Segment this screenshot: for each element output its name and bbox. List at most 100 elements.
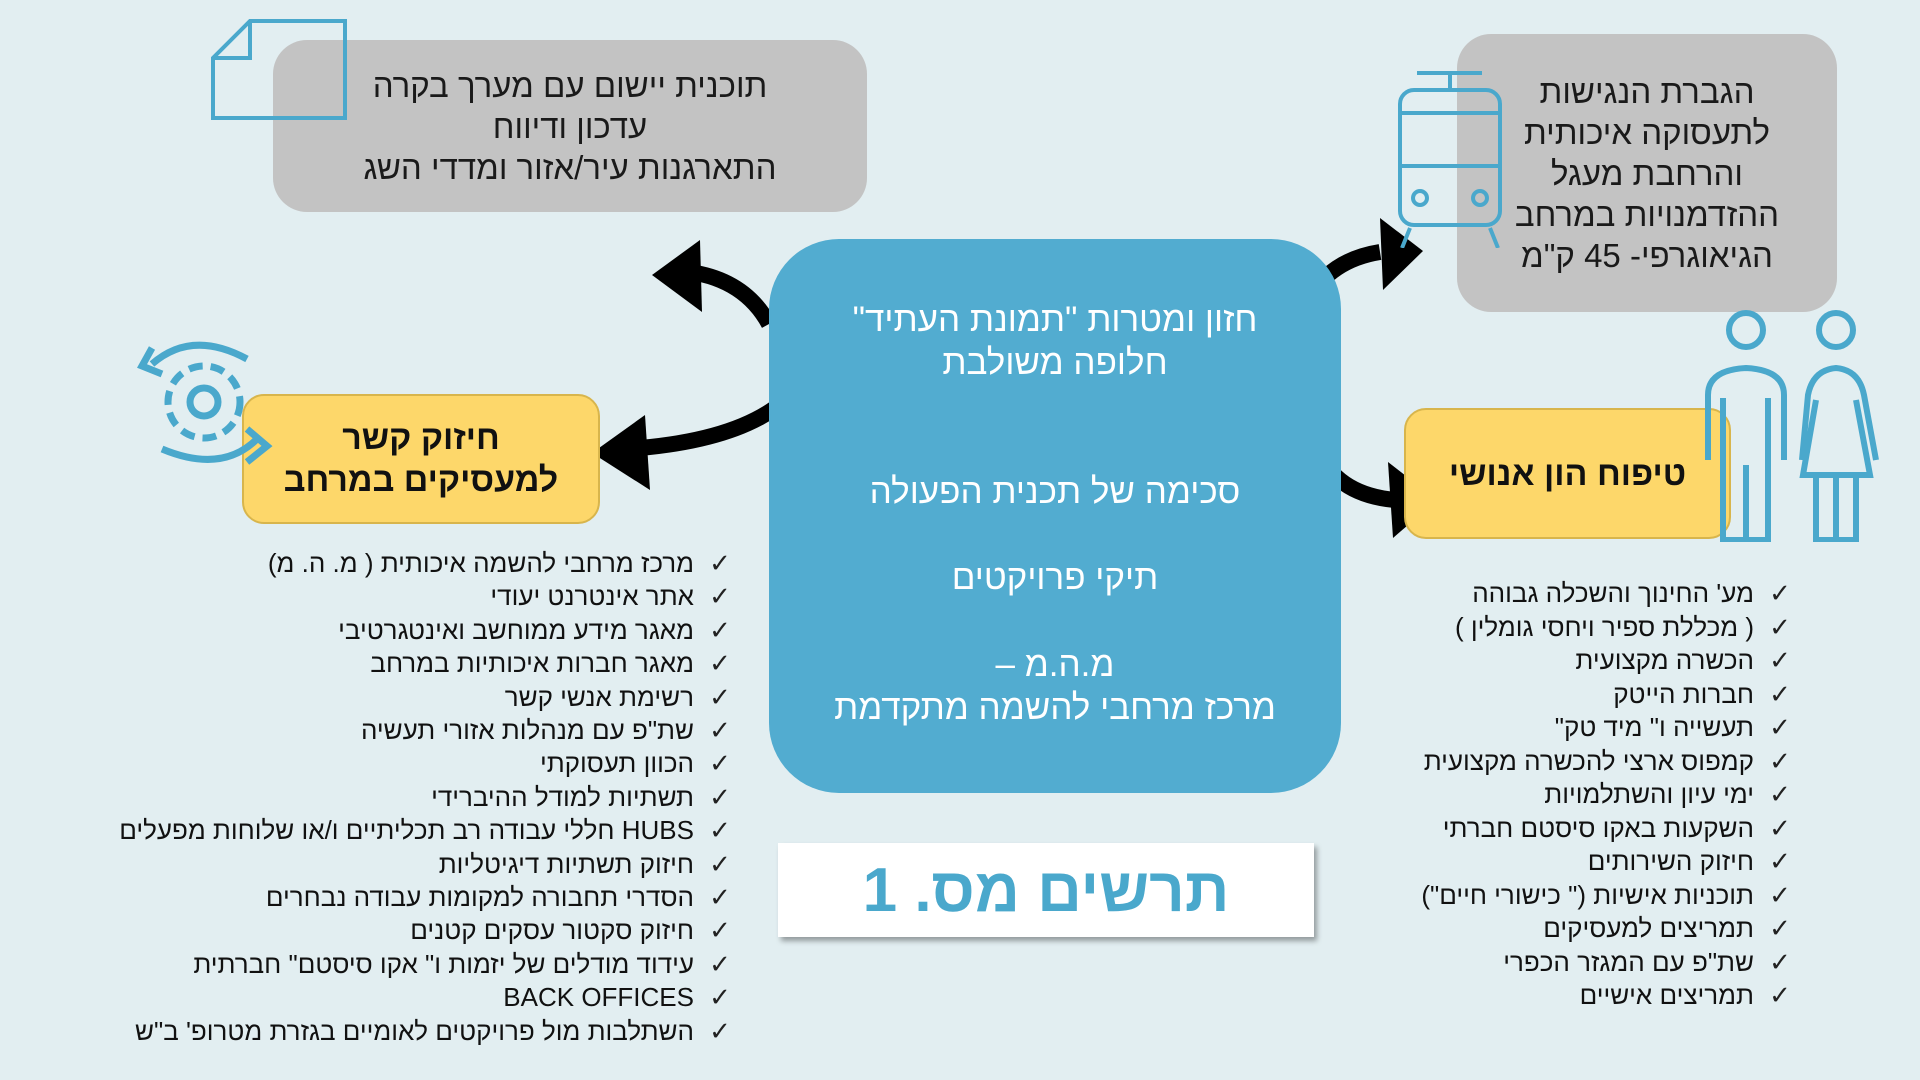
list-item: ✓ תעשייה ו" מיד טק" [1555, 711, 1798, 744]
list-item: ✓ חיזוק תשתיות דיגיטליות [439, 848, 738, 881]
list-item-text: רשימת אנשי קשר [504, 681, 694, 712]
figure-title-box: תרשים מס. 1 [778, 843, 1314, 937]
list-item: ✓ קמפוס ארצי להכשרה מקצועית [1424, 745, 1798, 778]
list-item: ✓ ( מכללת ספיר ויחסי גומלין ) [1455, 611, 1798, 644]
check-icon: ✓ [1769, 846, 1791, 876]
list-item: ✓ עידוד מודלים של יזמות ו" אקו סיסטם" חבר… [193, 948, 738, 981]
check-icon: ✓ [1769, 980, 1791, 1010]
check-icon: ✓ [709, 581, 731, 612]
center-line: מרכז מרחבי להשמה מתקדמת [834, 688, 1276, 727]
list-item: ✓ מע' החינוך והשכלה גבוהה [1472, 577, 1798, 610]
check-icon: ✓ [1769, 779, 1791, 809]
list-item: ✓שת"פ עם המגזר הכפרי [1503, 946, 1798, 979]
list-item-text: עידוד מודלים של יזמות ו" אקו סיסטם" חברת… [193, 948, 694, 979]
box-line: טיפוח הון אנושי [1448, 454, 1687, 493]
list-item: ✓ תשתיות למודל ההיברידי [431, 781, 738, 814]
employers-box: חיזוק קשר למעסיקים במרחב [242, 394, 600, 524]
check-icon: ✓ [1769, 712, 1791, 742]
vision-line: חלופה משולבת [942, 343, 1168, 382]
list-item-text: מאגר מידע ממוחשב ואינטגרטיבי [338, 614, 694, 645]
arrow-to-top-left [652, 240, 777, 329]
list-item: ✓ תמריצים אישיים [1580, 979, 1798, 1012]
box-line: הגברת הנגישות [1539, 72, 1755, 110]
check-icon: ✓ [709, 681, 731, 712]
check-icon: ✓ [1769, 913, 1791, 943]
check-icon: ✓ [1769, 645, 1791, 675]
list-item: ✓ רשימת אנשי קשר [505, 681, 738, 714]
list-item-text: תמריצים למעסיקים [1543, 913, 1754, 943]
list-item: ✓הכוון תעסוקתי [540, 747, 738, 780]
accessibility-box: הגברת הנגישות לתעסוקה איכותית והרחבת מעג… [1457, 34, 1837, 312]
list-item-text: HUBS חללי עבודה רב תכליתיים ו/או שלוחות … [119, 815, 694, 846]
check-icon: ✓ [709, 548, 731, 578]
list-item-text: BACK OFFICES [503, 982, 694, 1013]
implementation-plan-box: תוכנית יישום עם מערך בקרה עדכון ודיווח ה… [273, 40, 867, 212]
list-item-text: מאגר חברות איכותיות במרחב [370, 648, 694, 679]
check-icon: ✓ [1769, 812, 1791, 843]
list-item-text: שת"פ עם מנהלות אזורי תעשיה [360, 715, 694, 745]
box-line: למעסיקים במרחב [283, 461, 559, 499]
list-item-text: קמפוס ארצי להכשרה מקצועית [1423, 745, 1754, 776]
list-item-text: חיזוק השירותים [1587, 846, 1754, 876]
project-files: תיקי פרויקטים [951, 558, 1159, 597]
list-item-text: חברות הייטק [1613, 678, 1754, 709]
list-item-text: הכשרה מקצועית [1575, 645, 1754, 675]
action-plan-summary: סכימה של תכנית הפעולה [869, 472, 1241, 511]
list-item: ✓ מאגר מידע ממוחשב ואינטגרטיבי [338, 614, 738, 647]
check-icon: ✓ [709, 948, 731, 979]
check-icon: ✓ [709, 1015, 731, 1046]
list-item-text: תמריצים אישיים [1579, 980, 1754, 1010]
box-line: תוכנית יישום עם מערך בקרה [372, 66, 768, 104]
list-item-text: תשתיות למודל ההיברידי [431, 781, 694, 812]
list-item-text: תעשייה ו" מיד טק" [1554, 712, 1754, 742]
list-item: ✓תוכניות אישיות (" כישורי חיים") [1421, 879, 1798, 912]
check-icon: ✓ [709, 614, 731, 645]
list-item: ✓מרכז מרחבי להשמה איכותית ( מ. ה. מ) [268, 547, 738, 580]
tram-icon [1398, 71, 1502, 248]
check-icon: ✓ [709, 848, 731, 879]
list-item-text: הסדרי תחבורה למקומות עבודה נבחרים [265, 882, 694, 912]
list-item-text: מע' החינוך והשכלה גבוהה [1472, 578, 1754, 608]
check-icon: ✓ [1769, 879, 1791, 910]
list-item-text: השתלבות מול פרויקטים לאומיים בגזרת מטרופ… [134, 1015, 694, 1046]
list-item: ✓ HUBS חללי עבודה רב תכליתיים ו/או שלוחות… [119, 814, 738, 847]
vision-line: חזון ומטרות "תמונת העתיד" [852, 300, 1258, 339]
arrow-to-left-yellow [592, 401, 780, 490]
list-item-text: אתר אינטרנט יעודי [490, 581, 694, 612]
list-item: ✓ הסדרי תחבורה למקומות עבודה נבחרים [266, 881, 738, 914]
box-line: הגיאוגרפי- 45 ק"מ [1521, 236, 1773, 274]
document-icon [211, 19, 347, 120]
list-item: ✓השקעות באקו סיסטם חברתי [1443, 812, 1798, 845]
list-item-text: חיזוק תשתיות דיגיטליות [438, 848, 694, 879]
list-item-text: ( מכללת ספיר ויחסי גומלין ) [1455, 611, 1754, 642]
list-item: ✓ תמריצים למעסיקים [1543, 912, 1798, 945]
check-icon: ✓ [709, 648, 731, 679]
list-item: ✓ימי עיון והשתלמויות [1544, 778, 1798, 811]
check-icon: ✓ [709, 748, 731, 779]
check-icon: ✓ [1769, 611, 1791, 642]
check-icon: ✓ [1769, 745, 1791, 776]
check-icon: ✓ [709, 815, 731, 846]
check-icon: ✓ [709, 882, 731, 912]
central-plan-box: חזון ומטרות "תמונת העתיד" חלופה משולבת ס… [769, 239, 1341, 793]
box-line: התארגנות עיר/אזור ומדדי השג [363, 148, 777, 186]
human-capital-box: טיפוח הון אנושי [1404, 408, 1731, 539]
list-item: ✓ חיזוק השירותים [1588, 845, 1798, 878]
box-line: חיזוק קשר [342, 419, 500, 457]
list-item: ✓ אתר אינטרנט יעודי [490, 580, 738, 613]
box-line: והרחבת מעגל [1551, 154, 1743, 192]
gear-cycle-icon [137, 341, 273, 465]
list-item: ✓ מאגר חברות איכותיות במרחב [370, 647, 738, 680]
figure-title: תרשים מס. 1 [862, 855, 1230, 925]
check-icon: ✓ [1769, 578, 1791, 608]
check-icon: ✓ [709, 781, 731, 812]
list-item: ✓ הכשרה מקצועית [1575, 644, 1798, 677]
check-icon: ✓ [709, 982, 731, 1013]
list-item-text: שת"פ עם המגזר הכפרי [1503, 946, 1754, 977]
list-item: ✓ חברות הייטק [1613, 678, 1798, 711]
list-item: ✓חיזוק סקטור עסקים קטנים [410, 914, 738, 947]
check-icon: ✓ [1769, 678, 1791, 709]
box-line: עדכון ודיווח [492, 107, 648, 145]
list-item-text: חיזוק סקטור עסקים קטנים [410, 915, 694, 946]
box-line: לתעסוקה איכותית [1524, 113, 1770, 151]
